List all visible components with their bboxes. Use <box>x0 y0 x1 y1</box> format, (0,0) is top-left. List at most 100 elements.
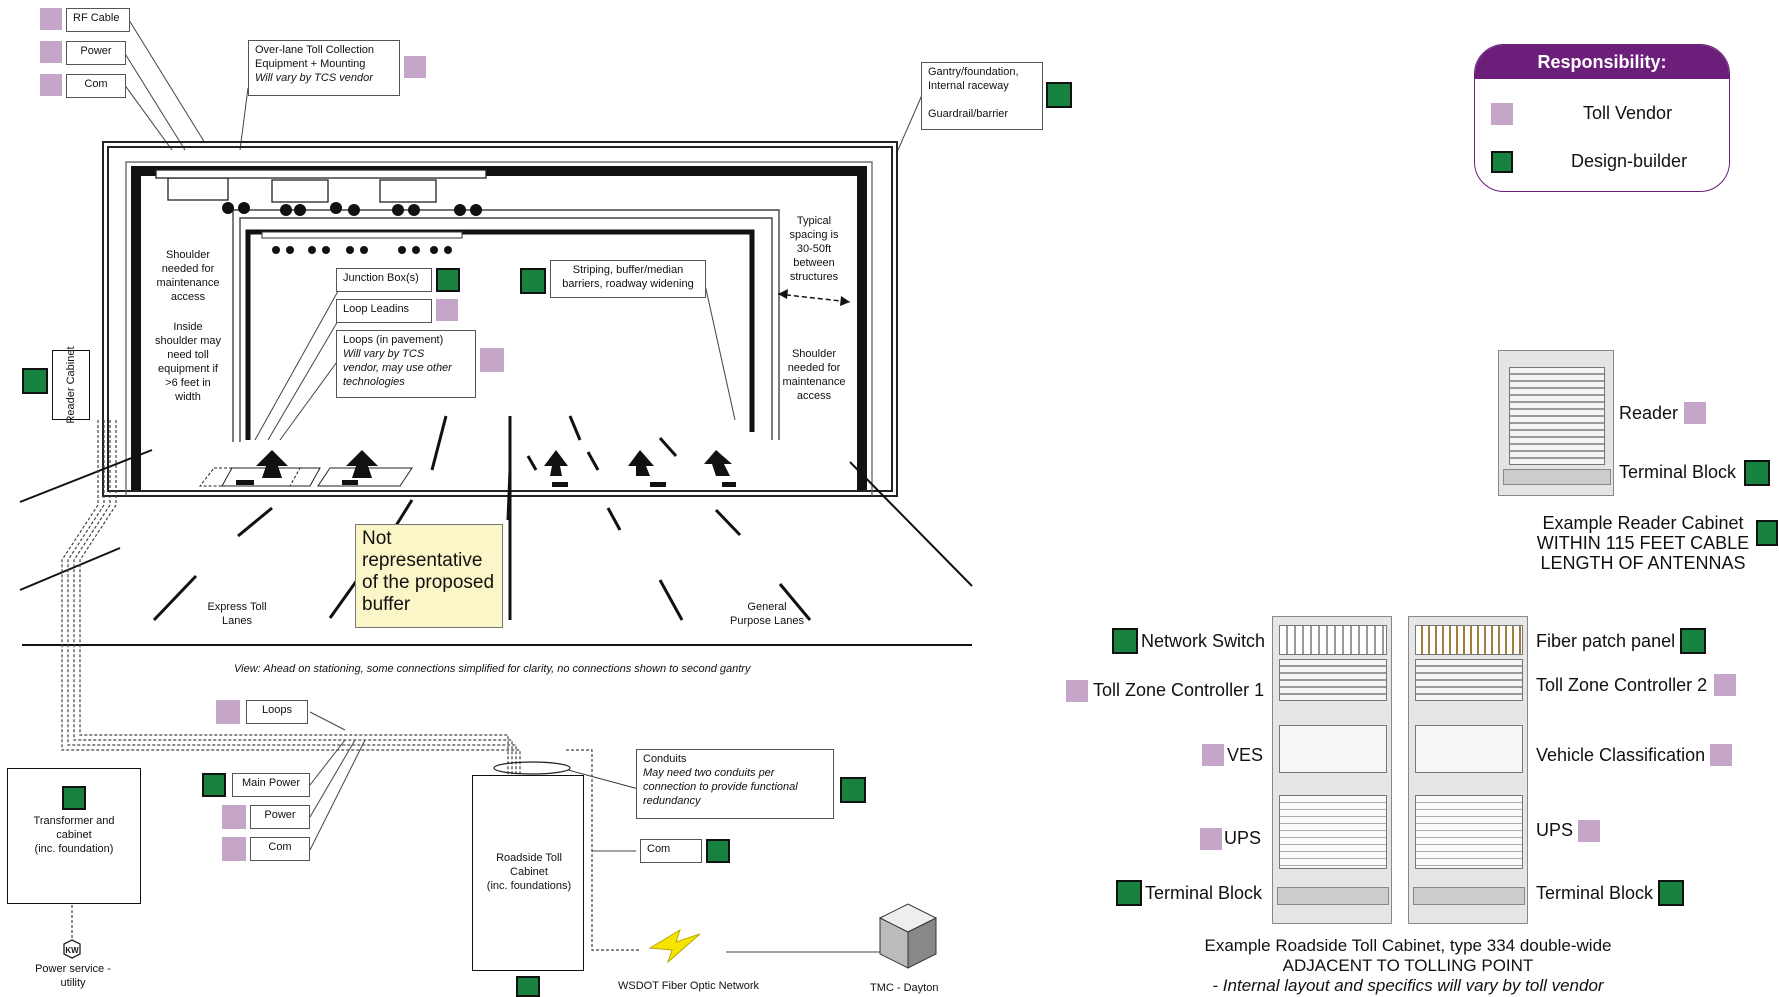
label-line: Roadside Toll <box>496 852 562 864</box>
rf-cable-label: RF Cable <box>66 8 130 32</box>
toll-vendor-marker <box>40 41 62 63</box>
reader-cabinet-caption: Example Reader Cabinet WITHIN 115 FEET C… <box>1508 513 1778 573</box>
com-label: Com <box>66 74 126 98</box>
classification-unit <box>1415 725 1523 773</box>
note-line: Typical <box>796 215 832 227</box>
terminal-block-right-label: Terminal Block <box>1536 883 1654 903</box>
toll-vendor-marker <box>40 8 62 30</box>
legend-toll-vendor-label: Toll Vendor <box>1583 103 1673 123</box>
callout-italic-line: Will vary by TCS vendor <box>255 72 373 84</box>
toll-vendor-marker <box>40 74 62 96</box>
note-line: of the proposed <box>362 572 495 593</box>
striping-callout: Striping, buffer/median barriers, roadwa… <box>550 260 706 298</box>
toll-zone-controller-1-label: Toll Zone Controller 1 <box>1093 680 1265 700</box>
callout-italic-line: redundancy <box>643 795 701 807</box>
terminal-block-label: Terminal Block <box>1619 462 1737 482</box>
callout-line: Loops (in pavement) <box>343 334 444 346</box>
legend-design-builder-swatch <box>1491 151 1513 173</box>
note-line: need toll <box>167 349 209 361</box>
callout-line: Internal raceway <box>928 80 1009 92</box>
conduits-callout: Conduits May need two conduits per conne… <box>636 749 834 819</box>
label-line: Power service - <box>35 963 111 975</box>
network-switch-unit <box>1279 625 1387 655</box>
note-line: Express Toll <box>207 601 267 613</box>
reader-cabinet-label: Reader Cabinet <box>65 346 77 424</box>
note-line: Shoulder <box>791 348 837 360</box>
note-line: access <box>170 291 206 303</box>
terminal-strip <box>1413 887 1525 905</box>
label-line: utility <box>60 977 86 989</box>
toll-vendor-marker <box>436 299 458 321</box>
loops-label: Loops <box>246 700 308 724</box>
label-line: Transformer and <box>33 815 115 827</box>
tmc-label: TMC - Dayton <box>870 982 939 994</box>
junction-box-label: Junction Box(s) <box>336 268 432 292</box>
design-builder-marker <box>436 268 460 292</box>
ups-left-label: UPS <box>1224 828 1262 848</box>
power-label: Power <box>66 41 126 65</box>
reader-label: Reader <box>1619 403 1679 423</box>
note-line: Not <box>362 528 392 549</box>
note-line: spacing is <box>789 229 839 241</box>
callout-line: Equipment + Mounting <box>255 58 366 70</box>
note-line: Inside <box>173 321 203 333</box>
toll-vendor-marker <box>1710 744 1732 766</box>
note-line: buffer <box>362 594 411 615</box>
design-builder-marker <box>1046 82 1072 108</box>
note-line: shoulder may <box>154 335 222 347</box>
fiber-network-label: WSDOT Fiber Optic Network <box>618 980 759 992</box>
reader-terminal-strip <box>1503 469 1611 485</box>
caption-line: WITHIN 115 FEET CABLE <box>1536 533 1750 553</box>
callout-line: Guardrail/barrier <box>928 108 1009 120</box>
label-line: cabinet <box>56 829 92 841</box>
callout-italic-line: connection to provide functional <box>643 781 798 793</box>
caption-line: Example Reader Cabinet <box>1542 513 1744 533</box>
power-service-label: Power service - utility <box>18 962 128 990</box>
design-builder-marker <box>516 976 540 997</box>
ups-right-label: UPS <box>1536 820 1574 840</box>
typical-spacing-note: Typical spacing is 30-50ft between struc… <box>774 214 854 284</box>
ves-unit <box>1279 725 1387 773</box>
callout-line: Gantry/foundation, <box>928 66 1019 78</box>
caption-line: - Internal layout and specifics will var… <box>1212 976 1604 995</box>
kw-symbol: KW <box>65 946 79 955</box>
toll-vendor-marker <box>216 700 240 724</box>
design-builder-marker <box>1744 460 1770 486</box>
note-line: needed for <box>787 362 841 374</box>
note-line: Purpose Lanes <box>730 615 804 627</box>
callout-italic-line: May need two conduits per <box>643 767 775 779</box>
caption-line: LENGTH OF ANTENNAS <box>1540 553 1746 573</box>
toll-vendor-marker <box>1066 680 1088 702</box>
not-representative-note: Not representative of the proposed buffe… <box>355 524 503 628</box>
note-line: width <box>175 391 201 403</box>
design-builder-marker <box>1116 880 1142 906</box>
design-builder-marker <box>202 773 226 797</box>
reader-vent-panel <box>1509 367 1605 465</box>
roadside-cabinet-caption: Example Roadside Toll Cabinet, type 334 … <box>1160 936 1656 996</box>
reader-cabinet-illustration <box>1498 350 1614 496</box>
fiber-patch-unit <box>1415 625 1523 655</box>
ves-label: VES <box>1227 745 1264 765</box>
roadside-cabinet-right <box>1408 616 1528 924</box>
shoulder-right-note: Shoulder needed for maintenance access <box>772 347 856 403</box>
terminal-strip <box>1277 887 1389 905</box>
design-builder-marker <box>1112 628 1138 654</box>
note-line: General <box>747 601 787 613</box>
transformer-cabinet <box>7 768 141 904</box>
view-caption: View: Ahead on stationing, some connecti… <box>234 663 751 675</box>
transformer-label: Transformer and cabinet (inc. foundation… <box>10 814 138 856</box>
general-lanes-label: General Purpose Lanes <box>712 600 822 628</box>
design-builder-marker <box>840 777 866 803</box>
note-line: maintenance <box>156 277 220 289</box>
network-switch-label: Network Switch <box>1141 631 1266 651</box>
responsibility-legend: Responsibility: Toll Vendor Design-build… <box>1474 44 1730 192</box>
main-power-label: Main Power <box>232 773 310 797</box>
note-line: structures <box>789 271 839 283</box>
vehicle-classification-label: Vehicle Classification <box>1536 745 1706 765</box>
note-line: >6 feet in <box>165 377 211 389</box>
design-builder-marker <box>1756 520 1778 546</box>
gantry-callout: Gantry/foundation, Internal raceway Guar… <box>921 62 1043 130</box>
reader-cabinet: Reader Cabinet <box>52 346 90 424</box>
toll-vendor-marker <box>1200 828 1222 850</box>
